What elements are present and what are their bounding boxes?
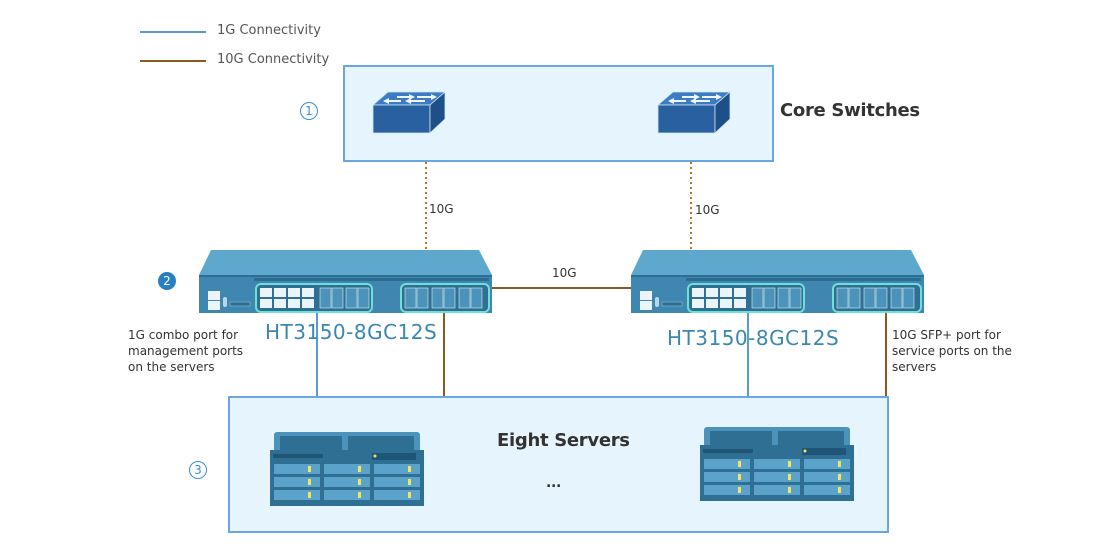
- legend-label-10g: 10G Connectivity: [217, 52, 330, 67]
- more-servers-ellipsis: ...: [546, 475, 562, 491]
- note-right: 10G SFP+ port for service ports on the s…: [892, 327, 1012, 375]
- access-switch-model-left: HT3150-8GC12S: [265, 320, 438, 344]
- link-label-core-right: 10G: [695, 203, 720, 217]
- step-2-badge: 2: [158, 272, 176, 290]
- legend-label-1g: 1G Connectivity: [217, 23, 321, 38]
- note-right-line: service ports on the: [892, 344, 1012, 358]
- step-3-badge: 3: [189, 461, 207, 479]
- legend-line-1g: [140, 31, 206, 33]
- server-icon-right: [700, 427, 854, 501]
- note-right-line: 10G SFP+ port for: [892, 328, 1001, 342]
- note-left-line: management ports: [128, 344, 244, 358]
- access-switch-icon-right: [631, 250, 924, 313]
- step-1-badge: 1: [300, 102, 318, 120]
- note-left-line: on the servers: [128, 360, 215, 374]
- server-icon-left: [270, 432, 424, 506]
- link-label-inter-switch: 10G: [552, 266, 577, 280]
- access-switch-model-right: HT3150-8GC12S: [667, 326, 840, 350]
- note-right-line: servers: [892, 360, 937, 374]
- legend-line-10g: [140, 60, 206, 62]
- eight-servers-title: Eight Servers: [497, 430, 630, 451]
- note-left: 1G combo port for management ports on th…: [128, 327, 243, 375]
- core-switches-title: Core Switches: [780, 100, 920, 121]
- core-switch-icon: [371, 91, 447, 134]
- note-left-line: 1G combo port for: [128, 328, 239, 342]
- link-label-core-left: 10G: [429, 202, 454, 216]
- access-switch-icon-left: [199, 250, 492, 313]
- core-switch-icon: [656, 91, 732, 134]
